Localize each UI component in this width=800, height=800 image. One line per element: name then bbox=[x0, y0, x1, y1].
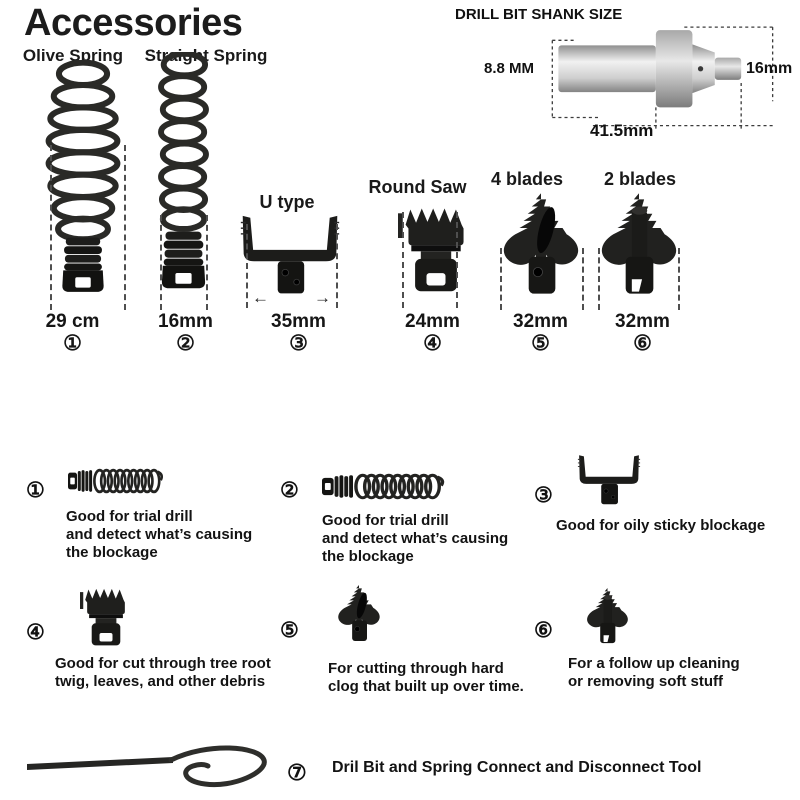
note-text-1: Good for trial drill and detect what’s c… bbox=[66, 508, 253, 561]
size-label: 24mm bbox=[405, 311, 460, 332]
circled-number: ③ bbox=[289, 332, 308, 355]
measure-line bbox=[678, 248, 680, 310]
label-u-type: U type bbox=[259, 192, 315, 212]
note-number-3: ③ bbox=[534, 484, 553, 507]
measure-line bbox=[582, 248, 584, 310]
size-item-5: 32mm ⑤ bbox=[498, 311, 583, 355]
measure-line bbox=[124, 145, 126, 310]
size-label: 35mm bbox=[271, 311, 326, 332]
measure-line bbox=[500, 248, 502, 310]
label-round-saw: Round Saw bbox=[368, 177, 467, 197]
note-text-7: Dril Bit and Spring Connect and Disconne… bbox=[332, 759, 702, 776]
circled-number: ① bbox=[63, 332, 82, 355]
olive-spring-image bbox=[40, 60, 126, 310]
size-label: 32mm bbox=[615, 311, 670, 332]
measure-line bbox=[206, 215, 208, 310]
note-number-6: ⑥ bbox=[534, 619, 553, 642]
note-text-5: For cutting through hard clog that built… bbox=[328, 660, 524, 695]
shank-flange-label: 16mm bbox=[746, 60, 793, 77]
arrow-right-icon: → bbox=[314, 288, 331, 307]
size-label: 32mm bbox=[513, 311, 568, 332]
note-2-blades-icon bbox=[585, 588, 630, 647]
size-label: 16mm bbox=[158, 311, 213, 332]
size-item-6: 32mm ⑥ bbox=[600, 311, 685, 355]
size-item-2: 16mm ② bbox=[143, 311, 228, 355]
note-spring-icon bbox=[68, 466, 166, 496]
note-number-7: ⑦ bbox=[287, 760, 307, 785]
shank-length-label: 41.5mm bbox=[590, 121, 654, 140]
measure-line bbox=[598, 248, 600, 310]
arrow-left-icon: ← bbox=[252, 288, 269, 307]
label-olive-spring: Olive Spring bbox=[22, 46, 124, 65]
measure-line bbox=[336, 224, 338, 308]
label-straight-spring: Straight Spring bbox=[144, 46, 268, 65]
note-text-6: For a follow up cleaning or removing sof… bbox=[568, 655, 740, 690]
shank-diameter-label: 8.8 MM bbox=[484, 60, 535, 77]
note-u-type-icon bbox=[576, 454, 642, 509]
round-saw-image bbox=[398, 200, 474, 295]
size-item-3: 35mm ③ bbox=[256, 311, 341, 355]
measure-line bbox=[402, 212, 404, 308]
circled-number: ⑥ bbox=[633, 332, 652, 355]
note-4-blades-icon bbox=[336, 585, 382, 645]
measure-line bbox=[50, 145, 52, 310]
2-blades-image bbox=[598, 193, 680, 301]
shank-diagram-title: DRILL BIT SHANK SIZE bbox=[455, 6, 623, 23]
note-number-2: ② bbox=[280, 479, 299, 502]
note-round-saw-icon bbox=[80, 583, 132, 648]
note-text-3: Good for oily sticky blockage bbox=[556, 517, 766, 534]
label-2-blades: 2 blades bbox=[603, 169, 677, 189]
size-item-1: 29 cm ① bbox=[30, 311, 115, 355]
circled-number: ④ bbox=[423, 332, 442, 355]
note-number-5: ⑤ bbox=[280, 619, 299, 642]
4-blades-image bbox=[500, 193, 582, 301]
note-spring-icon bbox=[322, 471, 448, 502]
connect-tool-image bbox=[22, 738, 284, 793]
measure-line bbox=[160, 215, 162, 310]
shank-diagram-image bbox=[551, 26, 774, 130]
note-text-2: Good for trial drill and detect what’s c… bbox=[322, 512, 509, 565]
note-number-1: ① bbox=[26, 479, 45, 502]
size-item-4: 24mm ④ bbox=[390, 311, 475, 355]
page-title: Accessories bbox=[24, 2, 243, 44]
note-text-4: Good for cut through tree root twig, lea… bbox=[55, 655, 271, 690]
size-label: 29 cm bbox=[45, 311, 100, 332]
label-4-blades: 4 blades bbox=[490, 169, 564, 189]
circled-number: ② bbox=[176, 332, 195, 355]
measure-line bbox=[246, 224, 248, 308]
circled-number: ⑤ bbox=[531, 332, 550, 355]
note-number-4: ④ bbox=[26, 621, 45, 644]
measure-line bbox=[456, 212, 458, 308]
